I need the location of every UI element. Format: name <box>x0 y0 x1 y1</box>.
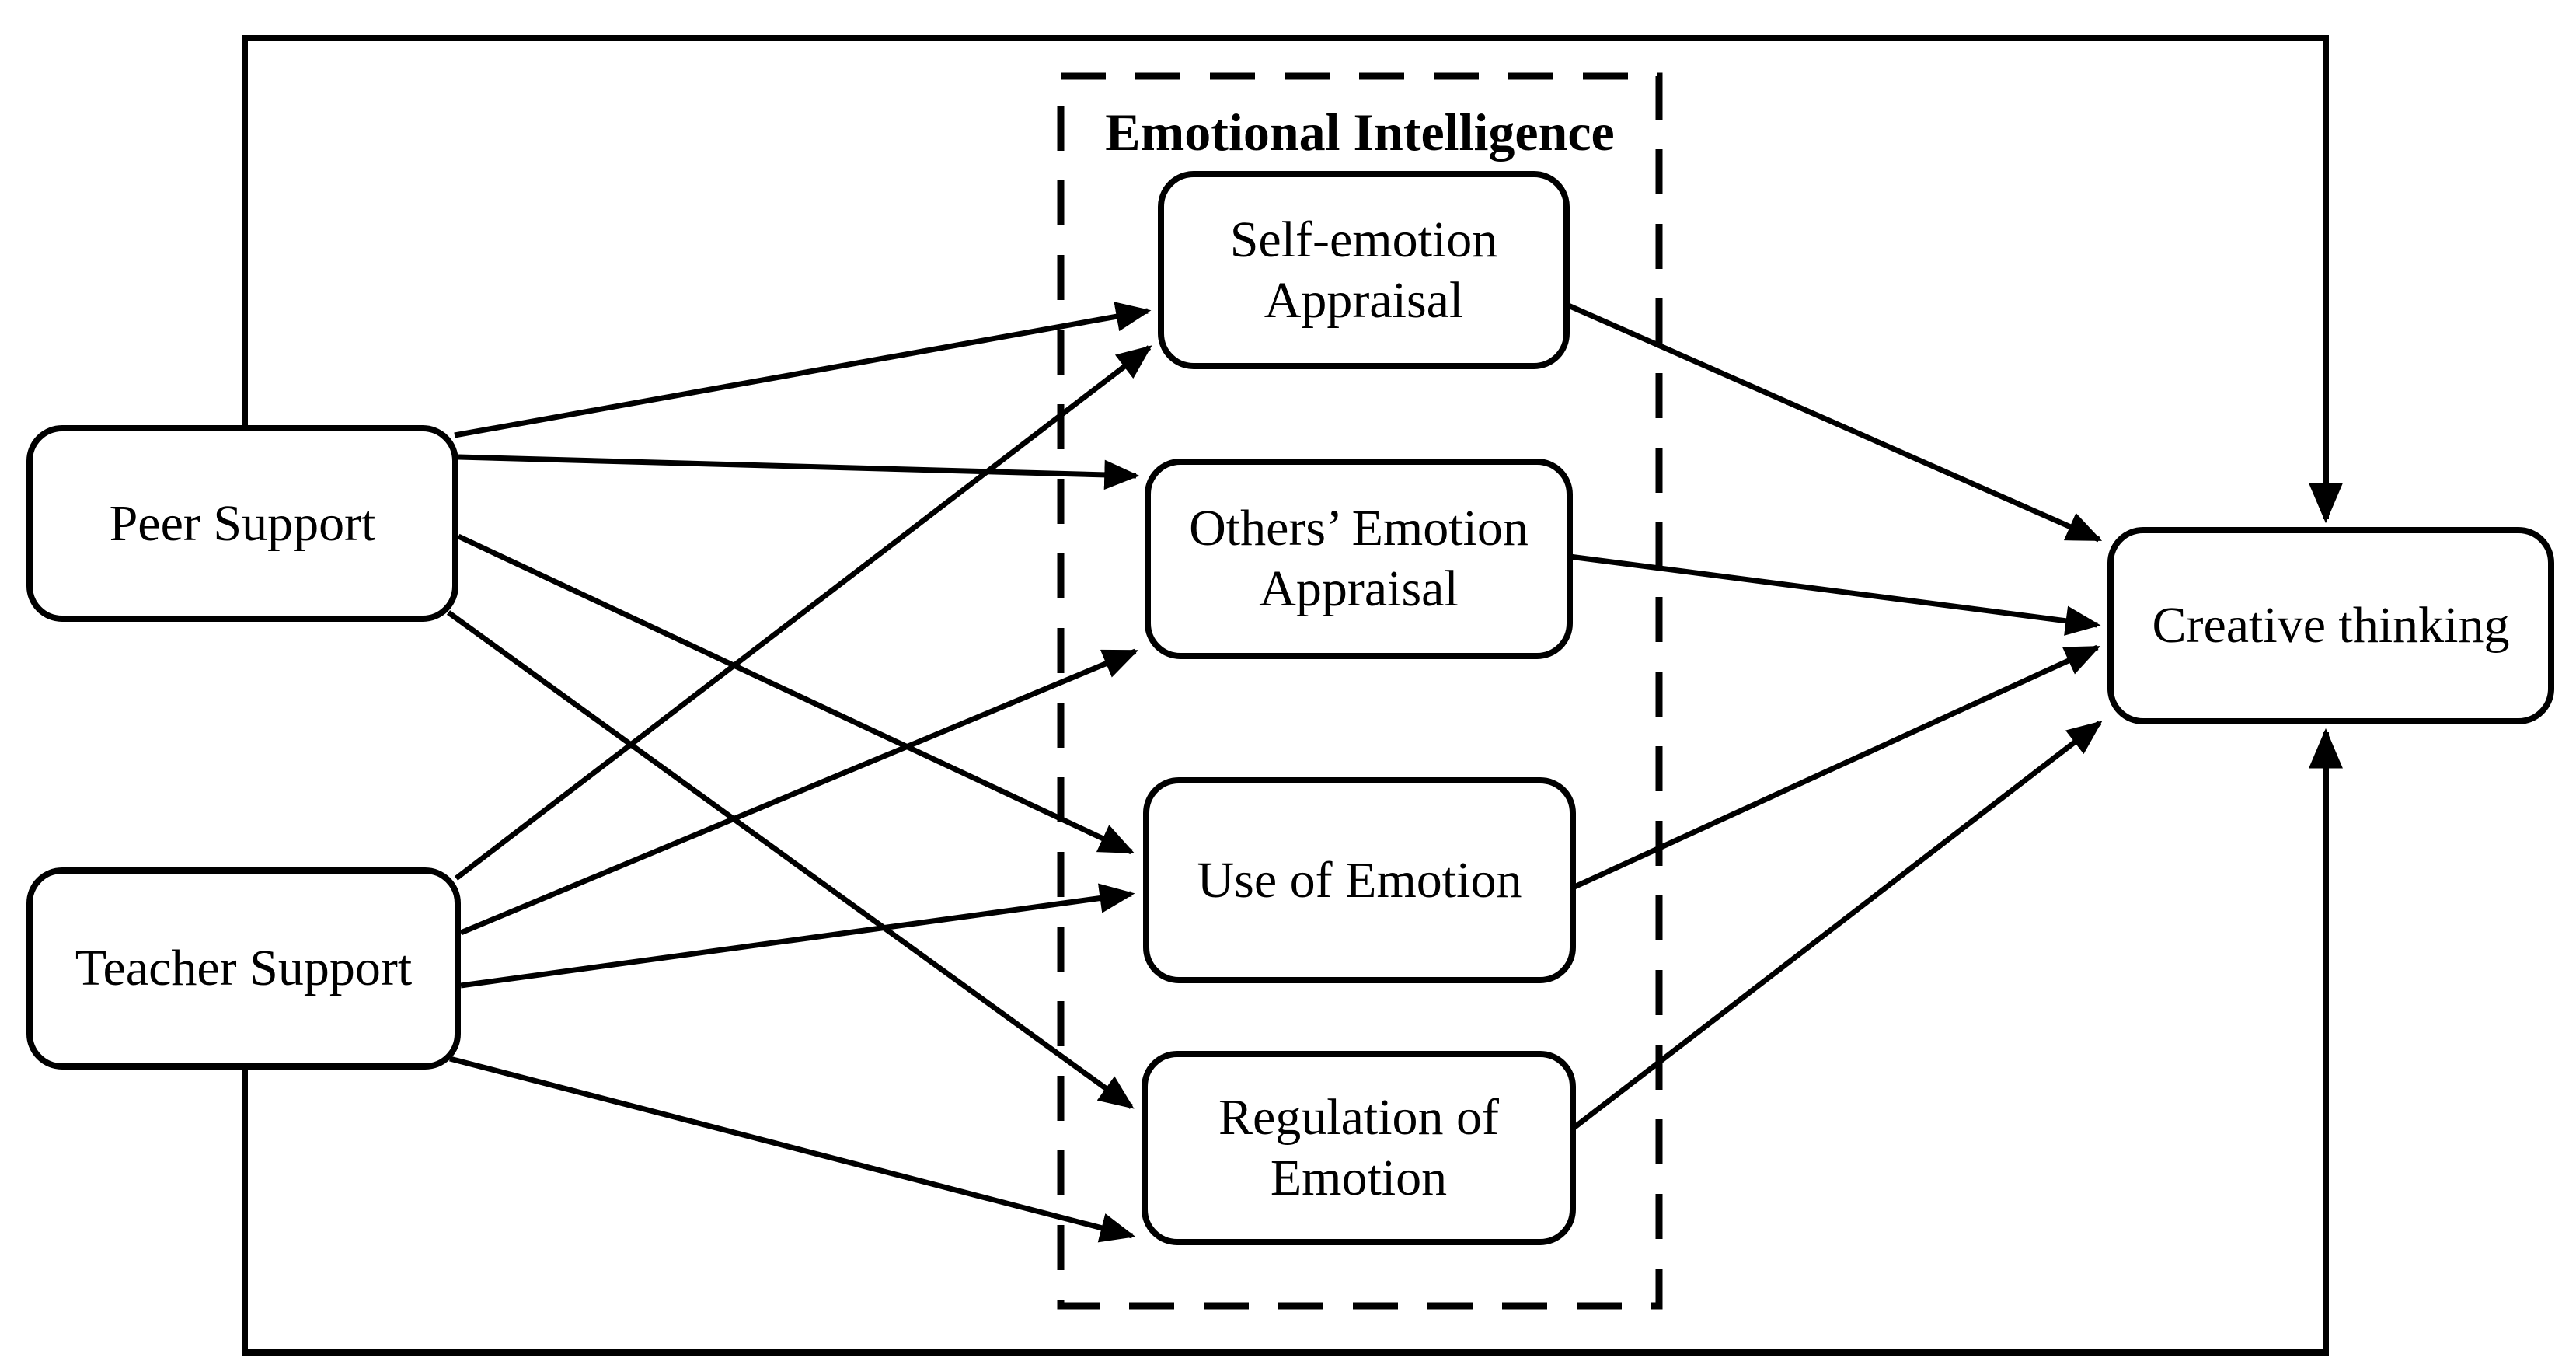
node-regulation-of-emotion-label: Regulation of Emotion <box>1218 1089 1500 1206</box>
edge-use-of-emotion-to-creative-thinking <box>1571 644 2101 891</box>
edge-peer-support-to-others-emotion-appraisal <box>458 454 1140 490</box>
edge-peer-support-to-self-emotion-appraisal <box>454 302 1152 438</box>
edge-teacher-support-to-others-emotion-appraisal <box>459 648 1139 936</box>
direct-effect-path-top <box>242 35 2343 524</box>
emotional-intelligence-label: Emotional Intelligence <box>1105 103 1615 162</box>
edge-others-emotion-appraisal-to-creative-thinking <box>1569 553 2101 636</box>
edge-teacher-support-to-use-of-emotion <box>460 883 1135 989</box>
node-peer-support-label: Peer Support <box>109 494 376 552</box>
edge-peer-support-to-use-of-emotion <box>457 533 1135 855</box>
node-others-emotion-appraisal: Others’ Emotion Appraisal <box>1145 459 1573 659</box>
edge-regulation-of-emotion-to-creative-thinking <box>1570 721 2103 1131</box>
node-others-emotion-appraisal-label: Others’ Emotion Appraisal <box>1189 500 1529 617</box>
node-self-emotion-appraisal-label: Self-emotion Appraisal <box>1229 211 1498 329</box>
node-teacher-support-label: Teacher Support <box>75 940 413 996</box>
node-creative-thinking-label: Creative thinking <box>2152 597 2510 654</box>
node-use-of-emotion: Use of Emotion <box>1143 777 1576 983</box>
direct-effect-path-bottom <box>242 728 2343 1356</box>
edge-teacher-support-to-regulation-of-emotion <box>449 1056 1136 1243</box>
node-regulation-of-emotion: Regulation of Emotion <box>1142 1051 1576 1245</box>
edge-teacher-support-to-self-emotion-appraisal <box>454 345 1152 881</box>
node-creative-thinking: Creative thinking <box>2107 527 2554 724</box>
node-self-emotion-appraisal: Self-emotion Appraisal <box>1158 171 1570 369</box>
node-peer-support: Peer Support <box>26 425 458 622</box>
node-use-of-emotion-label: Use of Emotion <box>1197 851 1522 909</box>
edge-peer-support-to-regulation-of-emotion <box>446 610 1135 1109</box>
emotional-intelligence-dashed-border <box>1057 72 1663 1310</box>
node-teacher-support: Teacher Support <box>26 867 461 1070</box>
edge-self-emotion-appraisal-to-creative-thinking <box>1565 302 2103 543</box>
